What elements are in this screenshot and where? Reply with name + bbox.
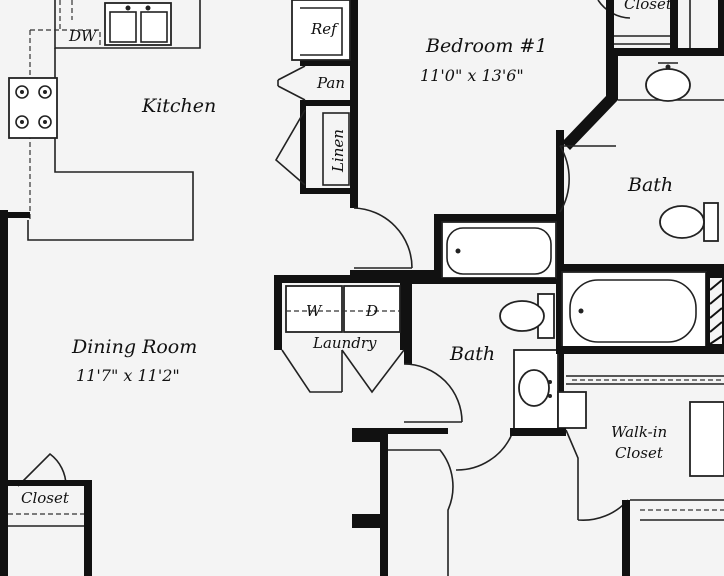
left-closet-label: Closet	[21, 489, 70, 507]
linen-label: Linen	[329, 129, 347, 173]
kitchen-label: Kitchen	[141, 95, 216, 117]
left-closet	[8, 452, 92, 576]
left-wall	[0, 210, 8, 576]
walkin-label-line1: Walk-in	[611, 423, 667, 441]
kitchen-counters	[27, 0, 201, 241]
stove	[8, 77, 58, 139]
dining-title: Dining Room	[71, 336, 197, 358]
bath-right-toilet	[659, 202, 719, 242]
pantry-label: Pan	[316, 74, 345, 92]
kitchen-sink	[104, 2, 172, 46]
bath-center-label: Bath	[449, 343, 495, 365]
washer-label: W	[306, 302, 323, 320]
bath-right-door	[559, 145, 616, 213]
dishwasher-label: DW	[68, 27, 98, 45]
bath-center-door	[403, 363, 463, 423]
bath-right-sink	[618, 62, 724, 102]
bath-right-tub	[556, 264, 724, 351]
bedroom-dimensions: 11'0" x 13'6"	[420, 66, 524, 85]
bath-center-tub	[441, 221, 557, 279]
laundry-label: Laundry	[312, 334, 377, 352]
refrigerator-label: Ref	[310, 20, 339, 38]
storage-column	[274, 0, 358, 208]
walkin-label-line2: Closet	[615, 444, 664, 462]
bath-center-toilet	[499, 293, 555, 339]
bath-center-sink	[513, 349, 587, 431]
bedroom-door	[353, 207, 413, 269]
top-closet-label: Closet	[624, 0, 673, 13]
bath-right-label: Bath	[627, 174, 673, 196]
bath-diagonal-wall	[562, 48, 724, 150]
dryer-label: D	[365, 302, 378, 320]
bedroom-title: Bedroom #1	[425, 35, 547, 57]
dining-dimensions: 11'7" x 11'2"	[76, 366, 180, 385]
